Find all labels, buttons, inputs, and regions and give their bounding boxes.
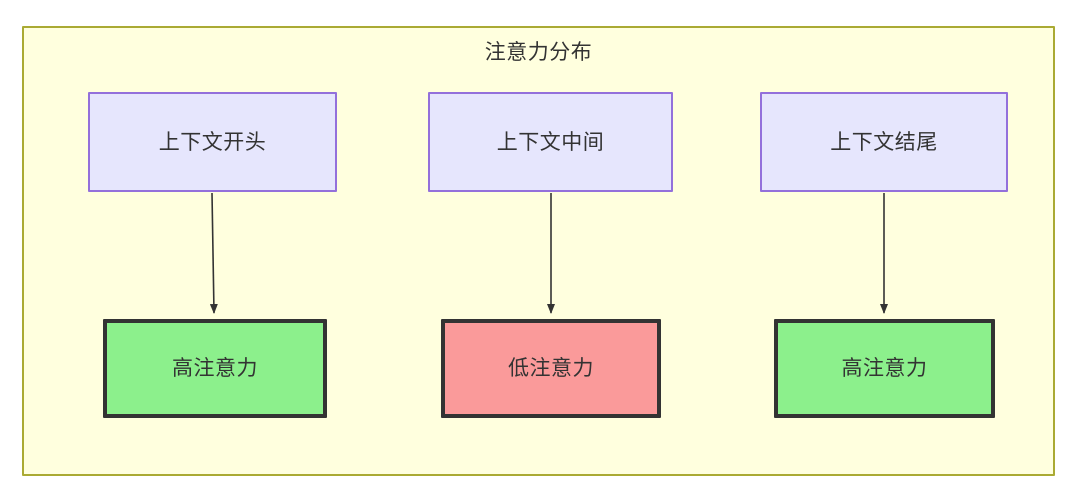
subgraph-title: 注意力分布	[484, 41, 593, 64]
node-context-middle[interactable]: 上下文中间	[428, 92, 673, 192]
node-context-start-label: 上下文开头	[158, 130, 267, 154]
node-context-start[interactable]: 上下文开头	[88, 92, 337, 192]
node-low-attention-middle[interactable]: 低注意力	[441, 319, 661, 418]
node-context-end-label: 上下文结尾	[830, 130, 938, 154]
node-context-end[interactable]: 上下文结尾	[760, 92, 1008, 192]
node-low-attention-middle-label: 低注意力	[508, 357, 594, 380]
node-high-attention-end-label: 高注意力	[841, 357, 928, 380]
node-context-middle-label: 上下文中间	[496, 130, 605, 154]
node-high-attention-end[interactable]: 高注意力	[774, 319, 995, 418]
node-high-attention-start[interactable]: 高注意力	[103, 319, 327, 418]
node-high-attention-start-label: 高注意力	[172, 357, 258, 380]
